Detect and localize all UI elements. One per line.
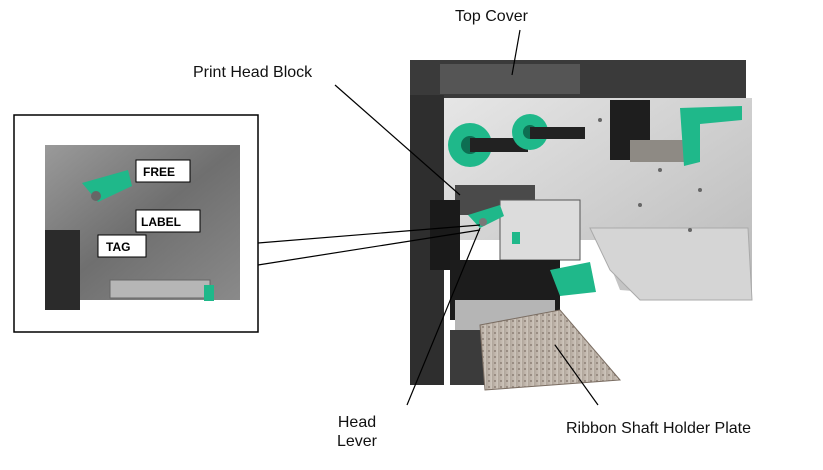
leader-lines xyxy=(257,29,599,406)
head-lever xyxy=(468,205,504,228)
head-lever-tab xyxy=(512,232,520,244)
ribbon-shaft-holder-plate xyxy=(479,309,622,391)
printer-photo xyxy=(410,60,753,391)
leader-print-head-block xyxy=(334,84,461,196)
leader-head-lever xyxy=(406,227,481,406)
top-cover-window xyxy=(440,64,580,94)
head-lever-pivot xyxy=(479,218,487,226)
label-print-head-block: Print Head Block xyxy=(193,64,313,81)
leader-inset-upper xyxy=(257,224,481,244)
ribbon-spindle-left xyxy=(448,123,528,167)
label-head-lever-line1: Head xyxy=(337,414,377,431)
leader-ribbon-plate xyxy=(554,344,599,406)
inset-green-tab xyxy=(204,285,214,301)
media-lever xyxy=(680,106,742,166)
inset-dark-frame xyxy=(45,230,80,310)
label-ribbon-shaft-holder-plate: Ribbon Shaft Holder Plate xyxy=(566,420,751,437)
tag-free-box xyxy=(135,159,191,183)
label-head-lever-line2: Lever xyxy=(336,433,378,450)
media-guide-bar xyxy=(630,140,700,162)
print-head-cover xyxy=(499,199,581,261)
ribbon-spindle-right xyxy=(512,114,585,150)
inset-lever-pivot xyxy=(91,191,101,201)
screw-holes xyxy=(598,118,702,232)
label-head-lever: Head Lever xyxy=(322,413,392,451)
tag-tag-box xyxy=(97,234,147,258)
leader-inset-lower xyxy=(257,229,481,266)
lower-lever xyxy=(550,262,596,296)
tag-tag-text: TAG xyxy=(106,240,130,254)
label-top-cover: Top Cover xyxy=(455,8,528,25)
inset-box: FREE LABEL TAG xyxy=(13,114,259,333)
tag-free-text: FREE xyxy=(143,165,175,179)
tag-label-box xyxy=(135,209,201,233)
tag-label-text: LABEL xyxy=(141,215,181,229)
media-tray xyxy=(589,227,753,301)
leader-top-cover xyxy=(511,29,521,76)
inset-bar xyxy=(109,279,211,299)
